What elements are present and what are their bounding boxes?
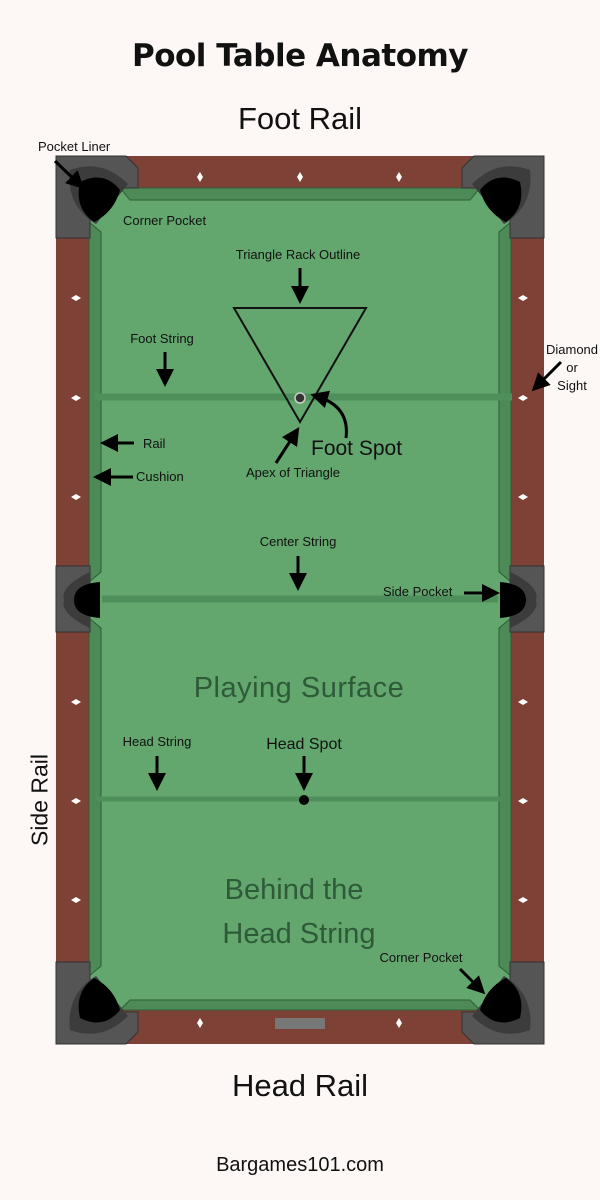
foot-spot-marker <box>294 392 306 404</box>
page-title: Pool Table Anatomy <box>131 38 469 74</box>
cushion-left-top <box>88 220 102 584</box>
arrow-foot-spot <box>310 390 348 439</box>
diamond-marker <box>518 798 528 804</box>
diamond-marker <box>71 295 81 301</box>
diamond-marker <box>71 395 81 401</box>
label-cushion: Cushion <box>136 469 184 484</box>
label-rail: Rail <box>143 436 166 451</box>
diamond-marker <box>197 172 203 182</box>
label-corner-pocket-bottom: Corner Pocket <box>379 950 462 965</box>
label-corner-pocket-top: Corner Pocket <box>123 213 206 228</box>
triangle-rack-outline <box>232 307 368 424</box>
label-apex: Apex of Triangle <box>246 465 340 480</box>
diamond-marker <box>297 172 303 182</box>
label-diamond-or: or <box>566 360 578 375</box>
label-pocket-liner: Pocket Liner <box>38 139 111 154</box>
diamond-marker <box>518 295 528 301</box>
label-diamond-sight: Sight <box>557 378 587 393</box>
arrow-apex <box>274 426 300 464</box>
diamond-marker <box>518 395 528 401</box>
side-pocket-right <box>500 565 545 633</box>
diamond-marker <box>518 494 528 500</box>
diamond-marker <box>396 1018 402 1028</box>
diamonds <box>71 172 528 1028</box>
diamond-marker <box>396 172 402 182</box>
pocket-hole <box>500 582 526 618</box>
cushion-head <box>118 999 482 1011</box>
arrow-corner-pocket <box>458 967 486 995</box>
pocket-hole <box>480 177 522 222</box>
label-diamond: Diamond <box>546 342 598 357</box>
cushion-right-top <box>498 220 512 584</box>
corner-pocket-top-right <box>461 155 545 239</box>
cushion-foot <box>118 187 482 201</box>
label-head-spot: Head Spot <box>266 736 342 753</box>
foot-rail-title: Foot Rail <box>237 101 363 136</box>
cushion-left-bottom <box>88 616 102 978</box>
pocket-hole <box>74 582 100 618</box>
pocket-hole <box>78 978 120 1023</box>
label-playing-surface: Playing Surface <box>194 672 405 704</box>
pocket-hole <box>78 177 120 222</box>
diamond-marker <box>518 897 528 903</box>
label-center-string: Center String <box>260 534 337 549</box>
corner-pocket-bottom-left <box>55 961 139 1045</box>
pocket-hole <box>480 978 522 1023</box>
diamond-marker <box>71 798 81 804</box>
side-pocket-left <box>55 565 100 633</box>
arrow-pocket-liner <box>53 159 85 190</box>
footer-site: Bargames101.com <box>216 1154 384 1176</box>
label-side-pocket: Side Pocket <box>383 584 453 599</box>
arrow-diamond <box>531 360 563 392</box>
diamond-marker <box>71 494 81 500</box>
head-spot-marker <box>299 795 309 805</box>
label-triangle-rack: Triangle Rack Outline <box>236 247 361 262</box>
diamond-marker <box>71 699 81 705</box>
label-behind-line1: Behind the <box>225 874 364 906</box>
diamond-marker <box>197 1018 203 1028</box>
diamond-marker <box>518 699 528 705</box>
label-foot-spot: Foot Spot <box>311 437 402 460</box>
corner-pocket-bottom-right <box>461 961 545 1045</box>
cushion-right-bottom <box>498 616 512 978</box>
diamond-marker <box>71 897 81 903</box>
label-head-string: Head String <box>123 734 192 749</box>
head-rail-nameplate <box>275 1018 325 1029</box>
head-rail-title: Head Rail <box>231 1068 369 1103</box>
label-foot-string: Foot String <box>130 331 194 346</box>
label-behind-line2: Head String <box>222 918 375 950</box>
